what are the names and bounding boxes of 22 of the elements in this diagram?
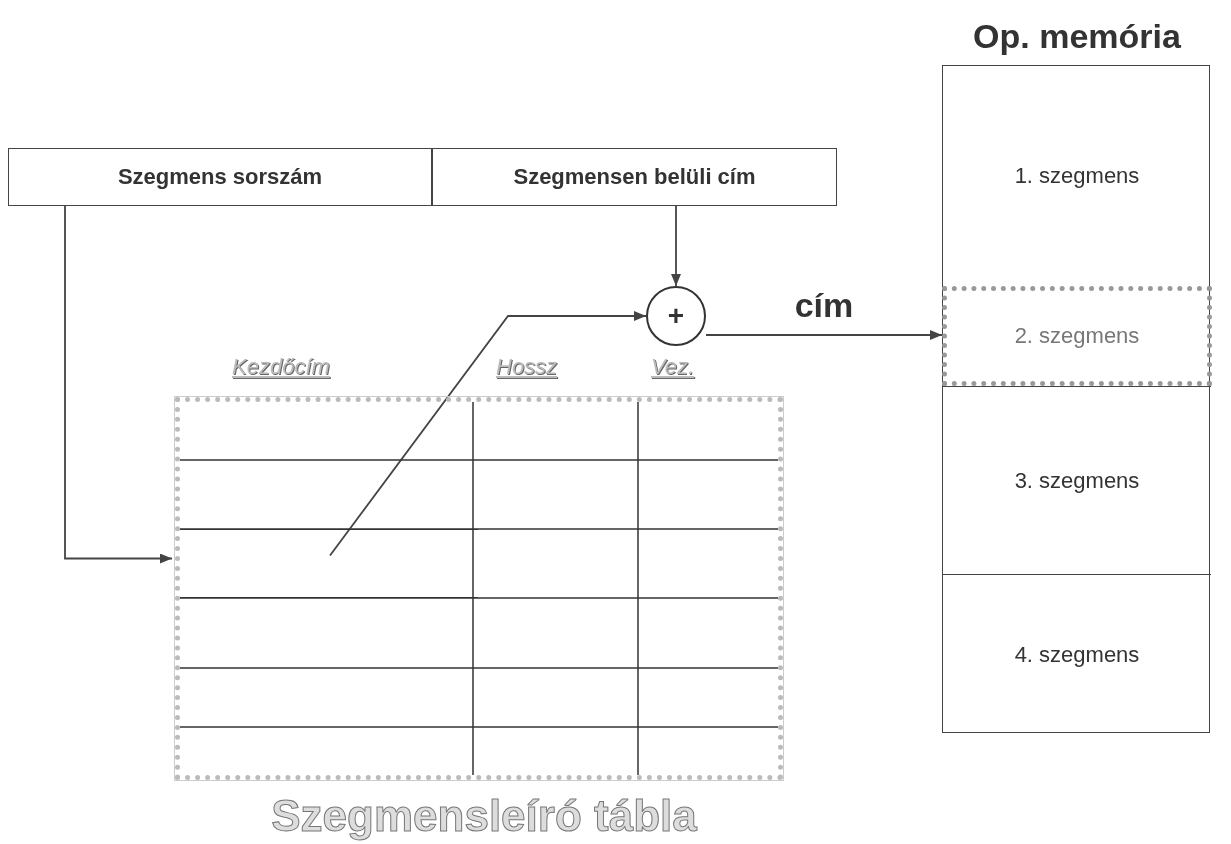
table-cell (180, 529, 478, 598)
arrow (64, 205, 173, 564)
column-heading: Hossz (496, 354, 558, 380)
table-title: Szegmensleíró tábla (270, 790, 698, 842)
edge-label: cím (793, 285, 855, 325)
column-heading: Kezdőcím (232, 354, 330, 380)
arrow (329, 311, 647, 557)
column-heading: Vez. (651, 354, 695, 380)
segment-label: 1. szegmens (1013, 162, 1141, 190)
arrow (671, 205, 681, 287)
plus-sign: + (666, 299, 686, 333)
field-label: Szegmensen belüli cím (512, 163, 757, 191)
address-field (432, 148, 837, 206)
segment-label: 4. szegmens (1013, 640, 1141, 669)
arrow (705, 330, 943, 340)
adder-circle (646, 286, 706, 346)
memory-segment (942, 286, 1212, 386)
memory-heading: Op. memória (972, 15, 1182, 57)
address-field (8, 148, 432, 206)
field-label: Szegmens sorszám (116, 163, 324, 191)
segment-label: 2. szegmens (1013, 322, 1141, 350)
segment-label: 3. szegmens (1013, 466, 1141, 495)
